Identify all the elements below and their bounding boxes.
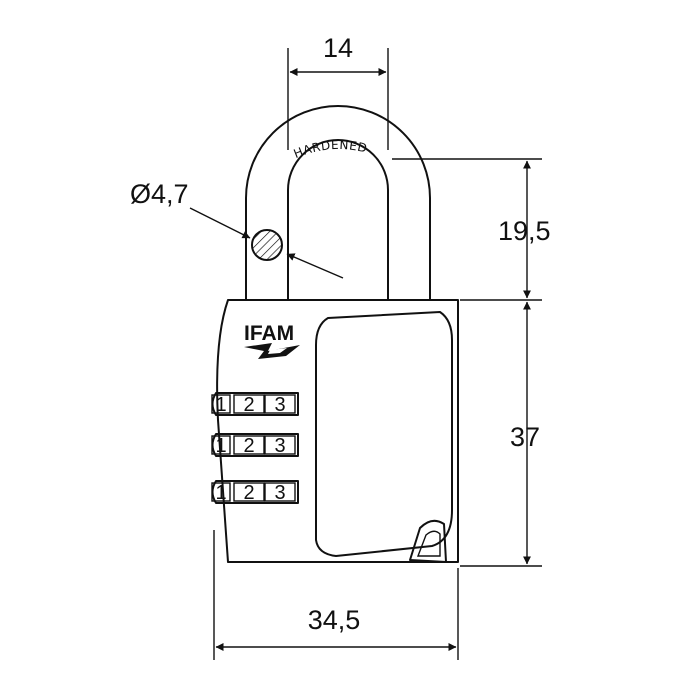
dial-digit-cell — [211, 394, 231, 414]
dial-digit: 1 — [215, 394, 226, 416]
dial-digit: 1 — [215, 435, 226, 457]
dial-digit: 2 — [243, 482, 254, 504]
dial-digit-cell — [233, 394, 265, 414]
key-cover-icon — [409, 519, 447, 563]
dial-digit: 3 — [274, 394, 285, 416]
dimension-label-body-width: 34,5 — [308, 605, 361, 635]
lock-body — [216, 299, 459, 563]
dimension-label-body-height: 37 — [510, 422, 540, 452]
dimension-label-shackle-clearance: 19,5 — [498, 216, 551, 246]
dial-digit-cell — [264, 435, 296, 455]
dial-digit-cell — [211, 435, 231, 455]
shackle-cross-section — [251, 229, 283, 261]
brand-name: IFAM — [244, 322, 294, 345]
dimension-body-width: 34,5 — [213, 530, 459, 660]
dial-digit-cell — [211, 482, 231, 502]
dial-digit: 2 — [243, 435, 254, 457]
dimension-shackle-clearance: 19,5 — [392, 158, 551, 301]
dimension-label-shackle-gap: 14 — [323, 33, 353, 63]
ifam-logo-icon — [244, 343, 300, 359]
brand: IFAM — [244, 322, 300, 359]
dimension-label-shackle-diameter: Ø4,7 — [130, 179, 189, 209]
dial-digit-cell — [233, 435, 265, 455]
dimension-shackle-gap: 14 — [287, 33, 389, 150]
shackle-marking: HARDENED — [292, 138, 369, 161]
dial-digit: 3 — [274, 435, 285, 457]
dial-digit-cell — [233, 482, 265, 502]
dial-digit-cell — [264, 482, 296, 502]
dial-digit-cell — [264, 394, 296, 414]
shackle: HARDENED — [245, 105, 431, 301]
dial-digit: 1 — [215, 482, 226, 504]
dial-digit: 2 — [243, 394, 254, 416]
dial-digit: 3 — [274, 482, 285, 504]
dimension-body-height: 37 — [460, 301, 542, 567]
dimension-shackle-diameter: Ø4,7 — [130, 179, 344, 279]
